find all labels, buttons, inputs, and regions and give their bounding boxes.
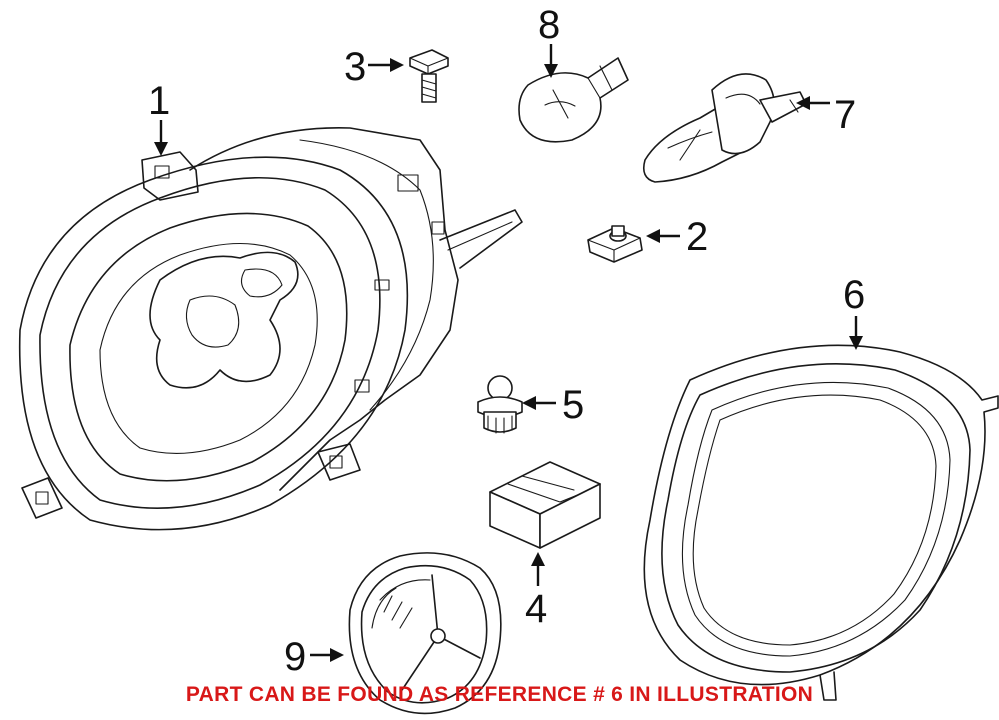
- bulb-cap: [477, 375, 523, 434]
- callout-1: 1: [148, 79, 170, 156]
- callout-number: 6: [843, 273, 865, 317]
- callout-number: 1: [148, 79, 170, 123]
- callout-number: 3: [344, 45, 366, 89]
- seal-ring: [643, 344, 999, 701]
- callout-4: 4: [525, 552, 547, 631]
- control-module: [489, 461, 601, 549]
- reference-caption: PART CAN BE FOUND AS REFERENCE # 6 IN IL…: [185, 683, 814, 706]
- callout-5: 5: [522, 383, 584, 427]
- callout-number: 2: [686, 215, 708, 259]
- clip-nut: [587, 225, 643, 263]
- callout-9: 9: [284, 635, 344, 679]
- callout-number: 8: [538, 3, 560, 47]
- callout-number: 4: [525, 587, 547, 631]
- callout-number: 5: [562, 383, 584, 427]
- headlamp-assembly: [18, 127, 523, 531]
- halogen-bulb: [642, 73, 807, 183]
- callout-number: 7: [834, 93, 856, 137]
- screw: [409, 49, 449, 103]
- dust-cover: [348, 552, 502, 715]
- callout-7: 7: [796, 93, 856, 137]
- turn-signal-bulb: [518, 57, 629, 143]
- callout-2: 2: [646, 215, 708, 259]
- callout-6: 6: [843, 273, 865, 350]
- callout-8: 8: [538, 3, 560, 78]
- callout-number: 9: [284, 635, 306, 679]
- callout-3: 3: [344, 45, 404, 89]
